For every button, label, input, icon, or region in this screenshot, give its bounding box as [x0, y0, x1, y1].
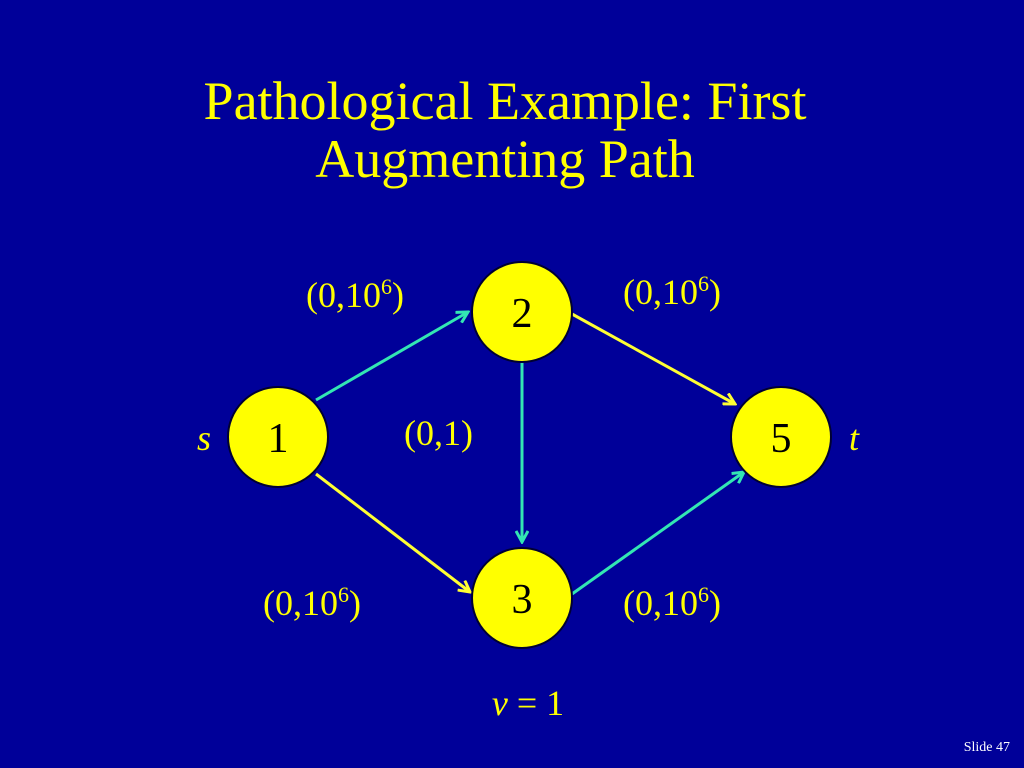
edge-2-3-label: (0,1): [404, 413, 473, 453]
node-2: 2: [471, 261, 573, 363]
node-5-label: 5: [771, 416, 792, 462]
edge-1-3-label: (0,106): [263, 582, 361, 623]
node-3-label: 3: [512, 577, 533, 623]
node-1-label: 1: [268, 416, 289, 462]
edge-3-5-label: (0,106): [623, 582, 721, 623]
node-2-label: 2: [512, 291, 533, 337]
node-3: 3: [471, 547, 573, 649]
title-line-2: Augmenting Path: [315, 129, 695, 189]
edge-3-5: [571, 472, 744, 596]
title-line-1: Pathological Example: First: [203, 71, 807, 131]
edge-1-2-label: (0,106): [306, 274, 404, 315]
flow-value: v = 1: [492, 683, 564, 723]
edge-2-5: [571, 312, 735, 404]
slide-title: Pathological Example: First Augmenting P…: [0, 72, 1010, 188]
node-5: 5: [730, 386, 832, 488]
sink-label: t: [849, 418, 860, 458]
source-label: s: [197, 418, 211, 458]
node-1: 1: [227, 386, 329, 488]
edge-1-2: [315, 312, 468, 402]
edge-2-5-label: (0,106): [623, 271, 721, 312]
slide-number: Slide 47: [963, 740, 1010, 755]
edge-1-3: [315, 472, 470, 592]
